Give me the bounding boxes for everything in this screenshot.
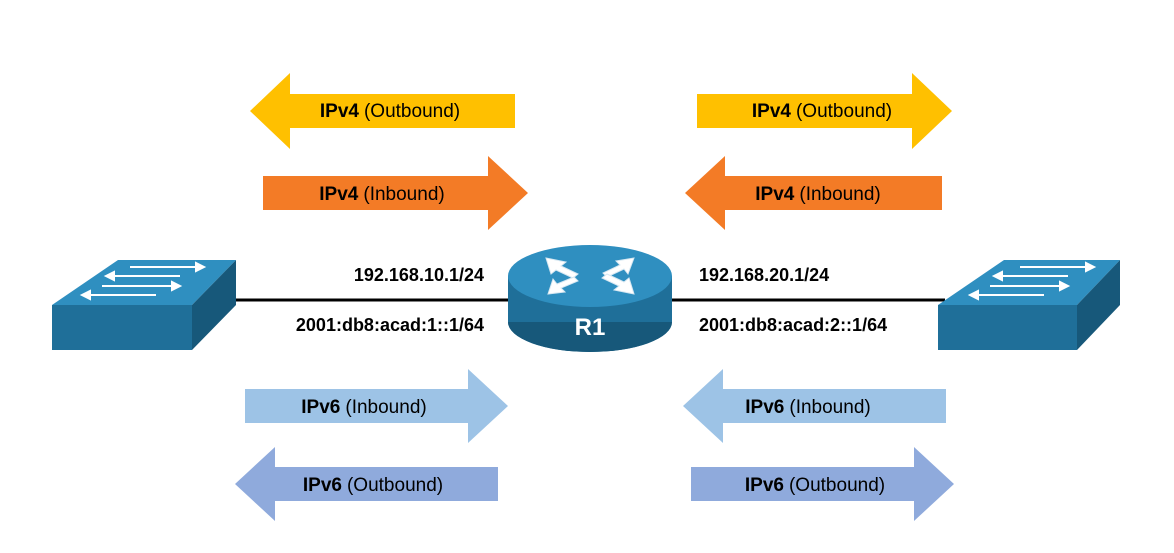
right-ipv6-address: 2001:db8:acad:2::1/64 [699, 315, 887, 335]
arrow-direction: (Outbound) [789, 475, 885, 496]
left-ipv6-inbound-arrow: IPv6(Inbound) [245, 369, 508, 443]
svg-text:IPv4(Inbound): IPv4(Inbound) [319, 184, 444, 205]
arrow-protocol: IPv6 [745, 475, 784, 496]
right-switch-icon [938, 260, 1120, 350]
svg-text:IPv4(Outbound): IPv4(Outbound) [320, 101, 460, 122]
left-ipv4-outbound-arrow: IPv4(Outbound) [250, 73, 515, 149]
svg-text:IPv6(Outbound): IPv6(Outbound) [745, 475, 885, 496]
arrow-direction: (Inbound) [789, 397, 870, 418]
svg-text:IPv4(Inbound): IPv4(Inbound) [755, 184, 880, 205]
svg-text:IPv6(Inbound): IPv6(Inbound) [301, 397, 426, 418]
arrow-protocol: IPv4 [320, 101, 360, 122]
svg-text:IPv6(Inbound): IPv6(Inbound) [745, 397, 870, 418]
left-ipv4-inbound-arrow: IPv4(Inbound) [263, 156, 528, 230]
arrow-direction: (Outbound) [796, 101, 892, 122]
arrow-protocol: IPv4 [319, 184, 359, 205]
right-ipv6-inbound-arrow: IPv6(Inbound) [683, 369, 946, 443]
right-ipv6-outbound-arrow: IPv6(Outbound) [691, 447, 954, 521]
right-ipv4-outbound-arrow: IPv4(Outbound) [697, 73, 952, 149]
arrow-direction: (Inbound) [345, 397, 426, 418]
router-icon: R1 [508, 245, 672, 352]
left-ipv4-address: 192.168.10.1/24 [354, 265, 484, 285]
right-ipv4-inbound-arrow: IPv4(Inbound) [685, 156, 942, 230]
arrow-protocol: IPv4 [755, 184, 795, 205]
arrow-protocol: IPv4 [752, 101, 792, 122]
svg-text:IPv4(Outbound): IPv4(Outbound) [752, 101, 892, 122]
arrow-protocol: IPv6 [303, 475, 342, 496]
arrow-direction: (Inbound) [363, 184, 444, 205]
arrow-direction: (Inbound) [799, 184, 880, 205]
left-ipv6-outbound-arrow: IPv6(Outbound) [235, 447, 498, 521]
svg-text:IPv6(Outbound): IPv6(Outbound) [303, 475, 443, 496]
left-ipv6-address: 2001:db8:acad:1::1/64 [296, 315, 484, 335]
left-switch-icon [52, 260, 236, 350]
arrow-direction: (Outbound) [364, 101, 460, 122]
router-label: R1 [575, 314, 606, 341]
right-ipv4-address: 192.168.20.1/24 [699, 265, 829, 285]
arrow-direction: (Outbound) [347, 475, 443, 496]
arrow-protocol: IPv6 [745, 397, 784, 418]
arrow-protocol: IPv6 [301, 397, 340, 418]
